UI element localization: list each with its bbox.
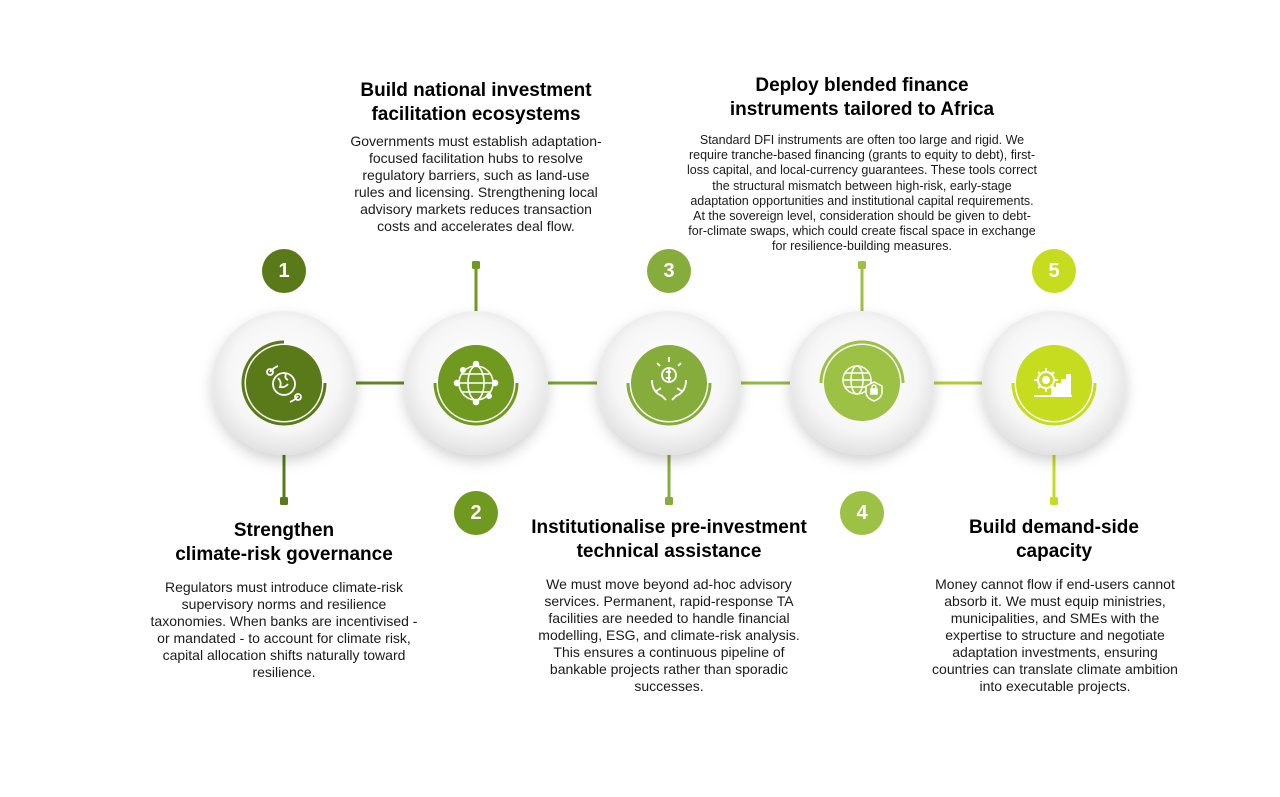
globe-lock-icon [842, 365, 883, 402]
globe-gear-icon [266, 365, 302, 403]
step-2-description: Governments must establish adaptation-fo… [350, 133, 602, 234]
step-5-title-line1: Build demand-side [969, 517, 1139, 538]
step-1-title-line1: Strengthen [233, 520, 335, 541]
network-globe-icon [453, 360, 499, 406]
step-5-title-line2: capacity [1015, 541, 1093, 562]
step-3-description: We must move beyond ad-hoc advisory serv… [538, 576, 800, 694]
hands-coin-icon [651, 357, 687, 401]
step-2-title-line1: Build national investment [360, 80, 592, 101]
step-5-description: Money cannot flow if end-users cannot ab… [932, 576, 1178, 694]
step-3-icon-circle [631, 345, 707, 421]
step-3-title-line1: Institutionalise pre-investment [531, 517, 807, 538]
step-4-title: Deploy blended finance instruments tailo… [712, 74, 1012, 122]
step-3-node [597, 311, 741, 455]
step-1-description: Regulators must introduce climate-risk s… [150, 579, 418, 680]
step-1-title: Strengthen climate-risk governance [144, 519, 424, 567]
step-2-title: Build national investment facilitation e… [336, 79, 616, 127]
step-4-description: Standard DFI instruments are often too l… [687, 133, 1037, 254]
step-4-icon-circle [824, 345, 900, 421]
step-3-title: Institutionalise pre-investment technica… [520, 516, 818, 564]
step-2-title-line2: facilitation ecosystems [371, 104, 581, 125]
step-1-icon-circle [246, 345, 322, 421]
step-1-badge: 1 [262, 249, 306, 293]
step-4-node [790, 311, 934, 455]
step-1-node [212, 311, 356, 455]
step-4-title-line1: Deploy blended finance [755, 75, 969, 96]
step-5-badge: 5 [1032, 249, 1076, 293]
step-4-title-line2: instruments tailored to Africa [729, 99, 995, 120]
step-5-node [982, 311, 1126, 455]
step-2-node [404, 311, 548, 455]
step-2-badge: 2 [454, 491, 498, 535]
step-3-title-line2: technical assistance [576, 541, 762, 562]
step-1-title-line2: climate-risk governance [175, 544, 393, 565]
step-3-badge: 3 [647, 249, 691, 293]
gear-chart-icon [1034, 368, 1072, 397]
step-4-badge: 4 [840, 491, 884, 535]
step-5-title: Build demand-side capacity [914, 516, 1194, 564]
